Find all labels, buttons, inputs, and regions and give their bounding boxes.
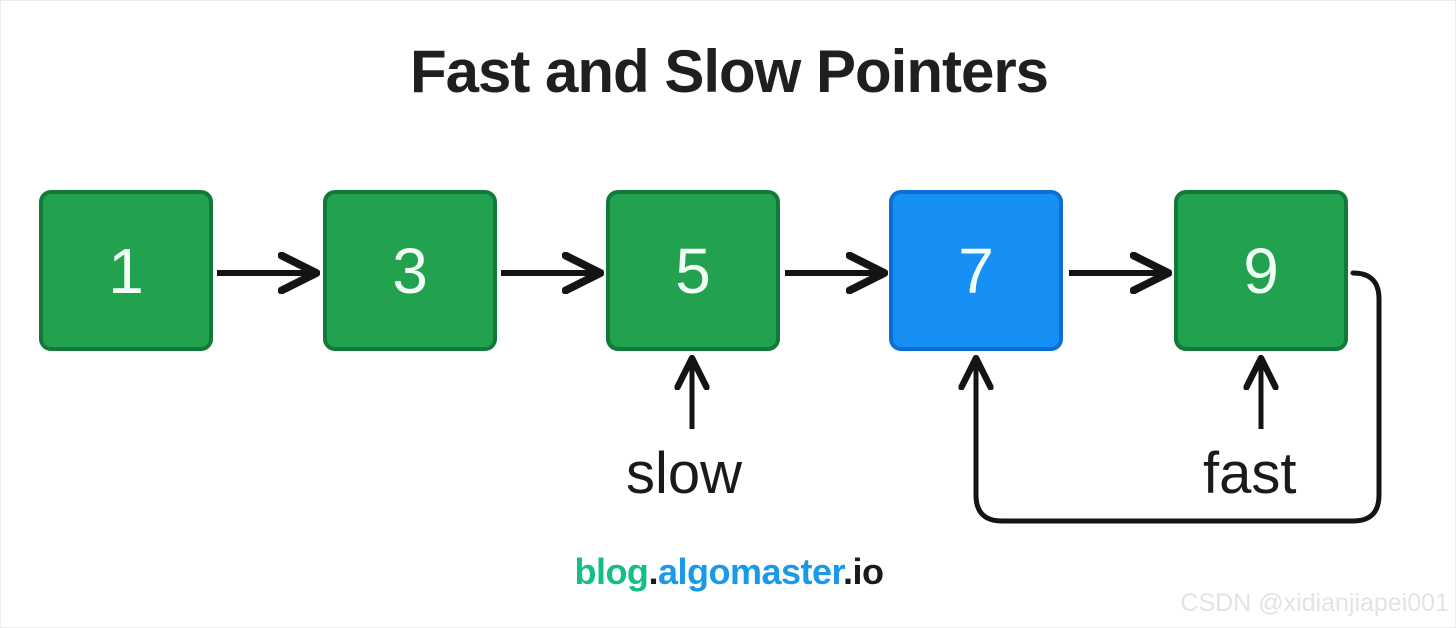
node-value: 1 — [108, 234, 144, 307]
node-value: 7 — [958, 234, 994, 307]
source-watermark: CSDN @xidianjiapei001 — [1180, 589, 1449, 617]
node-value: 9 — [1243, 234, 1279, 307]
list-node-4: 7 — [889, 190, 1063, 351]
list-node-2: 3 — [323, 190, 497, 351]
brand-part-io: .io — [843, 551, 884, 592]
list-node-3: 5 — [606, 190, 780, 351]
node-value: 3 — [392, 234, 428, 307]
brand-part-algomaster: algomaster — [657, 551, 844, 592]
node-value: 5 — [675, 234, 711, 307]
slow-pointer-label: slow — [626, 441, 743, 506]
fast-pointer-label: fast — [1203, 441, 1297, 506]
brand-watermark: blog.algomaster.io — [1, 551, 1455, 593]
brand-part-blog: blog — [574, 551, 649, 592]
brand-dot: . — [648, 551, 658, 592]
list-node-1: 1 — [39, 190, 213, 351]
page-title: Fast and Slow Pointers — [409, 38, 1049, 105]
list-node-5: 9 — [1174, 190, 1348, 351]
